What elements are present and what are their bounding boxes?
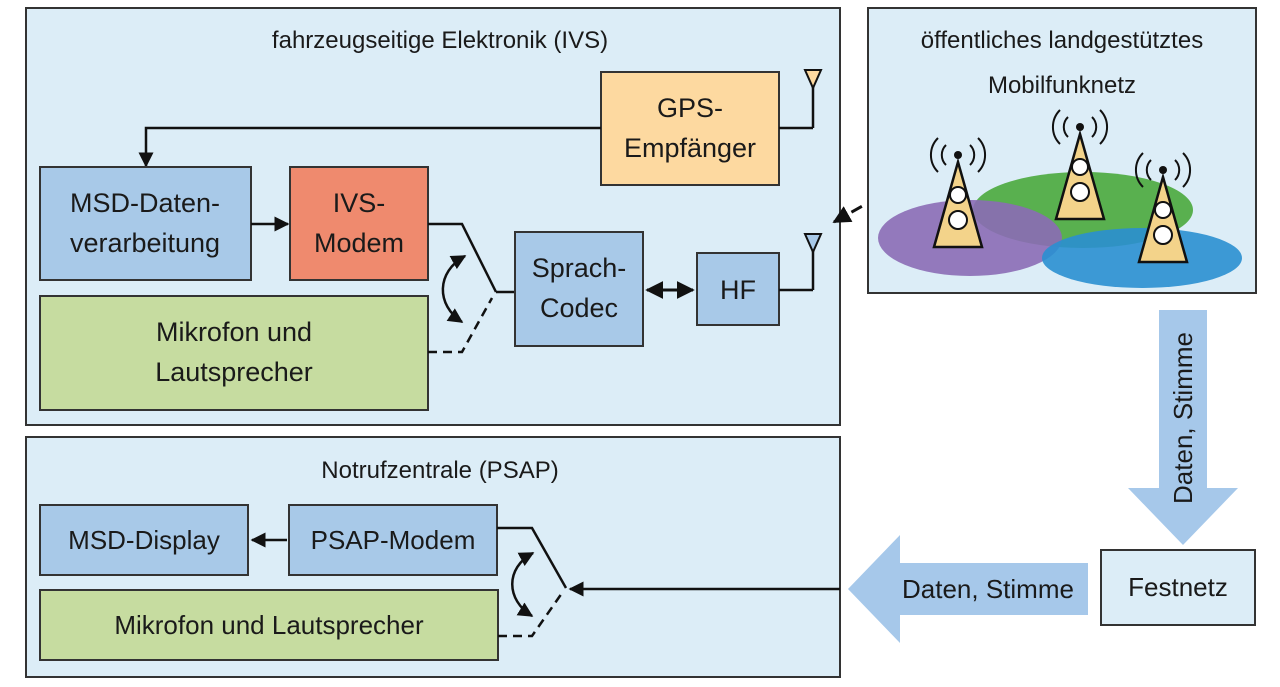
ivs-switch-icon [428,222,515,354]
psap-mic-speaker-box: Mikrofon und Lautsprecher [39,589,499,661]
hf-antenna-icon [779,233,823,292]
ivs-modem-box: IVS- Modem [289,166,429,281]
msd-display-label: MSD-Display [68,525,220,555]
gps-to-msd-arrow [138,126,601,168]
radio-tower-icon [1051,109,1109,221]
horizontal-flow-label: Daten, Stimme [902,574,1074,604]
hf-box: HF [696,252,780,326]
speech-codec-box: Sprach- Codec [514,231,644,347]
ivs-title: fahrzeugseitige Elektronik (IVS) [272,27,608,54]
ivs-mic-speaker-box: Mikrofon und Lautsprecher [39,295,429,411]
horizontal-flow-arrow: Daten, Stimme [848,535,1088,643]
gps-antenna-icon [779,69,823,130]
codec-label-line1: Sprach- [532,253,627,283]
gps-receiver-box: GPS- Empfänger [600,71,780,186]
festnetz-label: Festnetz [1128,572,1228,602]
psap-mic-label: Mikrofon und Lautsprecher [114,610,424,640]
vertical-flow-arrow: Daten, Stimme [1128,310,1238,545]
ivs-mic-line2: Lautsprecher [155,357,313,387]
psap-switch-icon [497,526,568,638]
radio-tower-icon [1134,152,1192,264]
network-title-line1: öffentliches landgestütztes [921,27,1203,54]
vertical-flow-label: Daten, Stimme [1168,332,1198,504]
msd-processing-box: MSD-Daten- verarbeitung [39,166,252,281]
psap-modem-label: PSAP-Modem [311,525,476,555]
network-title-line2: Mobilfunknetz [988,72,1136,99]
msd-display-box: MSD-Display [39,504,249,576]
ivs-modem-line2: Modem [314,228,404,258]
hf-label: HF [720,275,756,305]
gps-label-line2: Empfänger [624,133,756,163]
ivs-modem-line1: IVS- [333,188,386,218]
msd-label-line1: MSD-Daten- [70,188,220,218]
codec-label-line2: Codec [540,293,618,323]
psap-title: Notrufzentrale (PSAP) [321,457,558,484]
gps-label-line1: GPS- [657,93,723,123]
radio-tower-icon [929,137,987,249]
ivs-mic-line1: Mikrofon und [156,317,312,347]
msd-label-line2: verarbeitung [70,228,220,258]
festnetz-box: Festnetz [1100,549,1256,626]
psap-modem-box: PSAP-Modem [288,504,498,576]
